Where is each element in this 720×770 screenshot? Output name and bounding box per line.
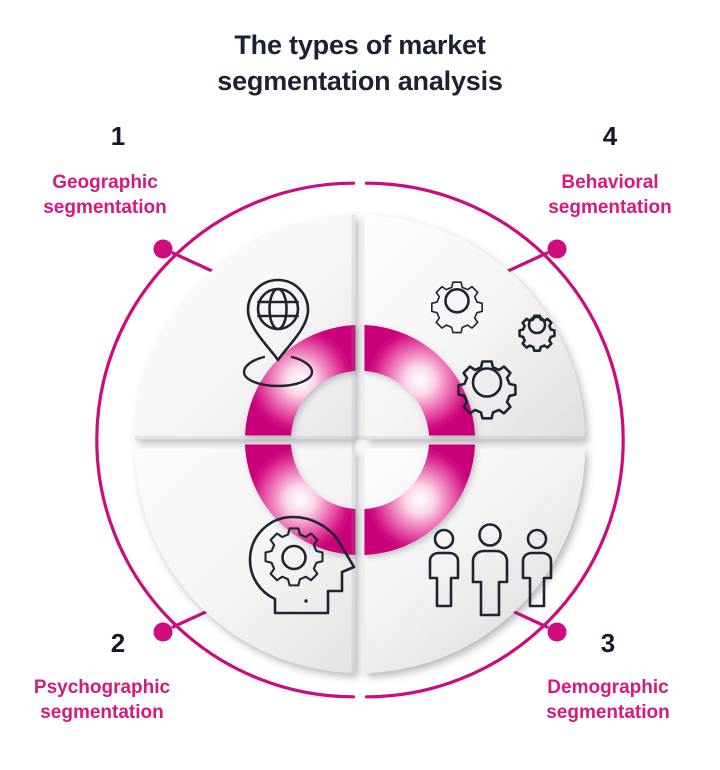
page-title-line-2: segmentation analysis [217, 65, 503, 96]
segment-label-behavioral-line-1: Behavioral [561, 172, 659, 193]
globe-location-pin-icon [242, 278, 314, 388]
head-with-gear-icon [248, 515, 356, 615]
segment-label-demographic-line-2: segmentation [546, 702, 670, 724]
quadrant-plates [135, 215, 585, 673]
three-people-icon [428, 523, 553, 617]
gears-icon [431, 281, 556, 420]
leader-dot-2 [153, 622, 173, 642]
segment-number-1: 1 [110, 121, 126, 151]
segment-label-behavioral: Behavioral segmentation [480, 170, 720, 221]
leader-dot-1 [153, 239, 173, 259]
donut-quarter-bottom-left[interactable] [245, 444, 356, 556]
segment-label-psychographic-line-1: Psychographic [33, 677, 171, 698]
divider-shadows [135, 215, 585, 673]
segment-label-psychographic: Psychographic segmentation [0, 675, 232, 726]
segment-number-3: 3 [600, 628, 616, 658]
segmentation-wheel [95, 181, 625, 699]
divider-horizontal-shade [135, 436, 585, 440]
page-title-line-1: The types of market [234, 30, 486, 60]
leader-dot-4 [547, 239, 567, 259]
segment-label-behavioral-line-2: segmentation [548, 197, 672, 219]
segment-label-demographic: Demographic segmentation [478, 675, 720, 726]
donut-quarter-top-right[interactable] [364, 325, 476, 436]
segment-label-geographic-line-2: segmentation [43, 197, 167, 219]
outer-ring-arc-left [95, 181, 356, 699]
segment-label-geographic-line-1: Geographic [52, 172, 158, 193]
divider-vertical-shade [351, 215, 356, 673]
segment-label-geographic: Geographic segmentation [0, 170, 235, 221]
segment-label-demographic-line-1: Demographic [547, 677, 669, 698]
leader-dot-3 [547, 622, 567, 642]
page-title: The types of market segmentation analysi… [0, 28, 720, 100]
segment-number-2: 2 [110, 628, 126, 658]
segment-label-psychographic-line-2: segmentation [40, 702, 164, 724]
outer-ring [95, 181, 625, 699]
outer-ring-arc-right [364, 181, 625, 699]
donut-quarter-bottom-right[interactable] [364, 444, 476, 556]
center-donut [245, 325, 475, 555]
donut-quarter-top-left[interactable] [245, 325, 356, 436]
segment-number-4: 4 [602, 121, 618, 151]
